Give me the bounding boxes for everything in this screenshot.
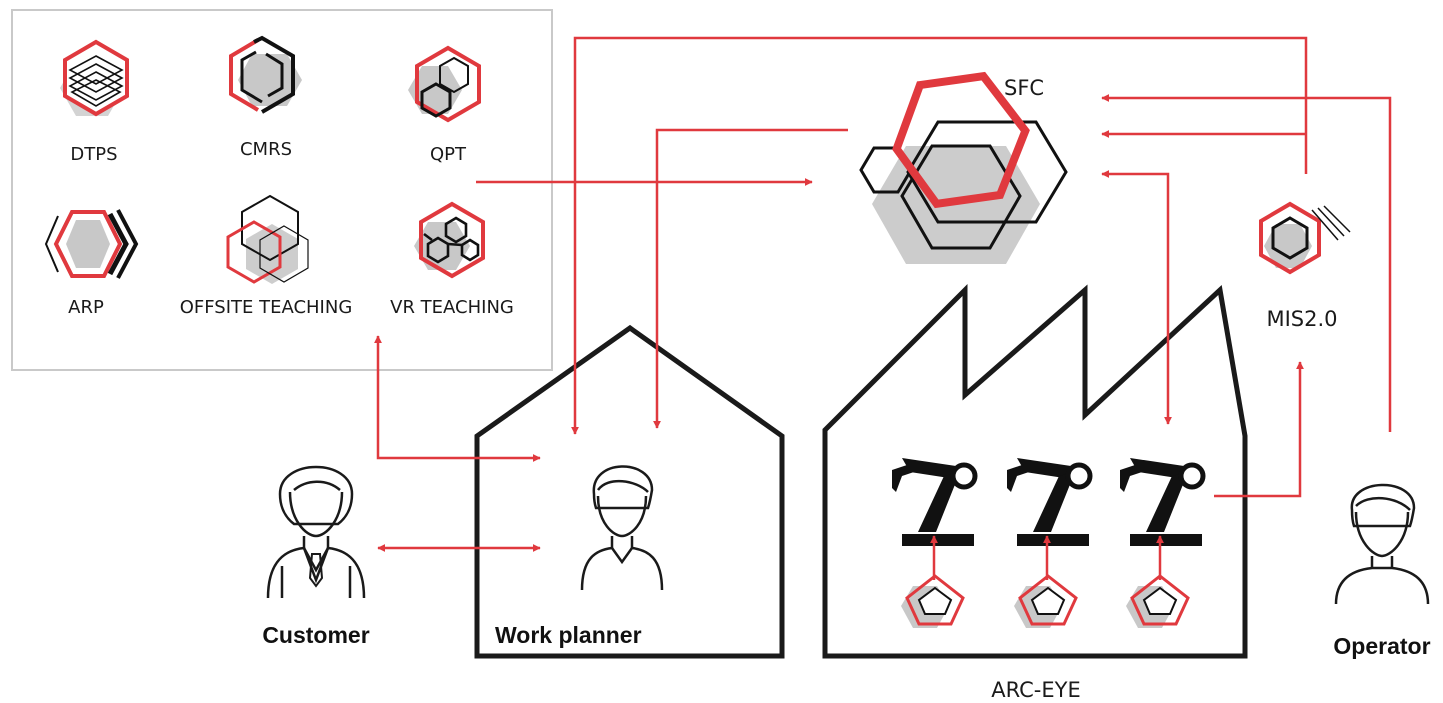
overlapping-hexagons-icon xyxy=(226,194,309,284)
tool-label-vr-teaching: VR TEACHING xyxy=(390,297,514,318)
person-icon xyxy=(580,465,664,591)
tool-label-arp: ARP xyxy=(68,297,104,318)
hexagon-chevron-icon xyxy=(44,209,139,279)
hexagon-sensor-icon xyxy=(1126,574,1190,628)
work-planner-label: Work planner xyxy=(495,622,642,648)
robot-arm-icon xyxy=(892,458,978,546)
factory-label: ARC-EYE xyxy=(991,678,1081,702)
arrow-factory-to-mis xyxy=(1214,361,1304,498)
tool-label-offsite-teaching: OFFSITE TEACHING xyxy=(180,297,353,318)
nested-hexagon-outline-icon xyxy=(229,35,302,114)
arrow-sfc-to-work-planner xyxy=(653,128,848,429)
hexagon-molecule-icon xyxy=(414,201,485,279)
robot-arm-icon xyxy=(1120,458,1206,546)
arrow-sfc-factory xyxy=(1101,170,1172,425)
arrow-mis-to-work-planner xyxy=(571,36,1308,435)
work-planner-house xyxy=(474,324,785,659)
factory-icon xyxy=(822,283,1248,659)
hexagon-signal-icon xyxy=(1259,201,1351,275)
stacked-layers-hexagon-icon xyxy=(60,39,129,117)
tool-label-cmrs: CMRS xyxy=(240,139,292,160)
tool-label-dtps: DTPS xyxy=(70,144,117,165)
person-icon xyxy=(1334,483,1430,605)
businessman-icon xyxy=(266,465,366,599)
tool-label-qpt: QPT xyxy=(430,144,467,165)
sfc-label: SFC xyxy=(1004,76,1044,100)
hexagon-cluster-icon xyxy=(859,71,1068,264)
robot-arm-icon xyxy=(1007,458,1093,546)
software-tools-panel xyxy=(11,9,553,371)
hexagon-sensor-icon xyxy=(1014,574,1078,628)
mis-label: MIS2.0 xyxy=(1266,307,1337,331)
arrow-operator-to-sfc xyxy=(1101,94,1392,432)
arrow-vr-teaching-work-planner xyxy=(374,335,541,462)
hexagon-sensor-icon xyxy=(901,574,965,628)
customer-label: Customer xyxy=(262,622,369,648)
hexagon-cube-icon xyxy=(408,45,481,123)
connector-arrows xyxy=(374,36,1392,580)
operator-label: Operator xyxy=(1333,633,1430,659)
